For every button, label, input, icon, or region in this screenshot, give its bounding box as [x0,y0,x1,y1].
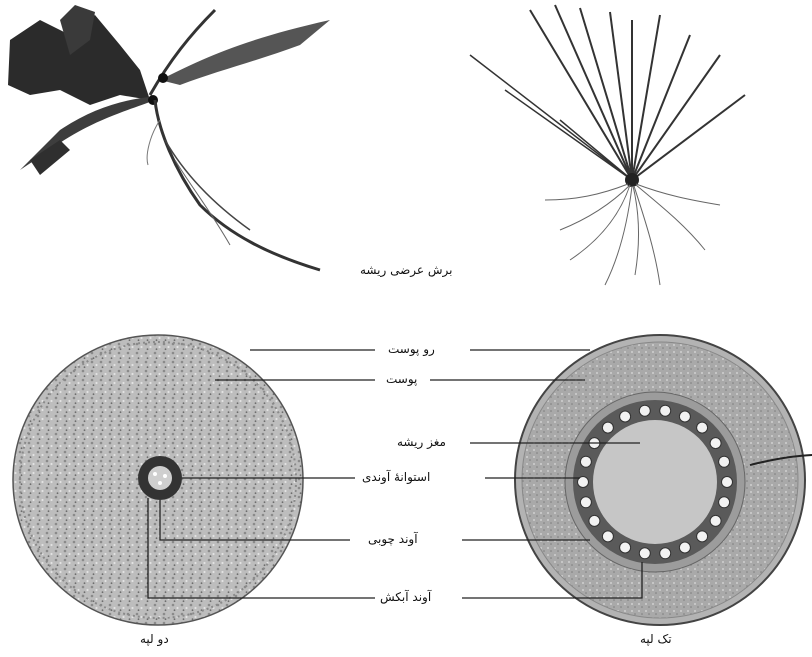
xylem-vessel [602,422,613,433]
xylem-vessel [620,542,631,553]
root-cross-section-caption: برش عرضی ریشه [360,263,452,277]
phloem-label: آوند آبکش [380,590,431,604]
monocot-cross-section [515,335,812,625]
xylem-vessel [580,456,591,467]
xylem-vessel [639,548,650,559]
xylem-vessel [722,477,733,488]
xylem-vessel [679,411,690,422]
xylem-vessel [620,411,631,422]
xylem-vessel [679,542,690,553]
xylem-vessel [580,497,591,508]
monocot-caption: تک لپه [640,632,672,646]
dicot-taproot-plant [8,5,330,270]
xylem-vessel [710,515,721,526]
xylem-vessel [602,531,613,542]
xylem-vessel [710,438,721,449]
xylem-vessel [660,405,671,416]
dicot-cross-section [13,335,303,625]
xylem-vessel [719,497,730,508]
xylem-vessel [697,422,708,433]
xylem-vessel [589,515,600,526]
xylem-vessel [639,405,650,416]
xylem-label: آوند چوبی [368,532,418,546]
xylem-vessel [660,548,671,559]
xylem-vessel [719,456,730,467]
xylem-vessel [697,531,708,542]
vascular-cylinder-label: استوانهٔ آوندی [362,470,430,484]
epidermis-label: رو پوست [388,342,435,356]
monocot-fibrous-plant [470,5,745,285]
cortex-label: پوست [386,372,417,386]
pith-label: مغز ریشه [397,435,446,449]
dicot-caption: دو لپه [140,632,169,646]
